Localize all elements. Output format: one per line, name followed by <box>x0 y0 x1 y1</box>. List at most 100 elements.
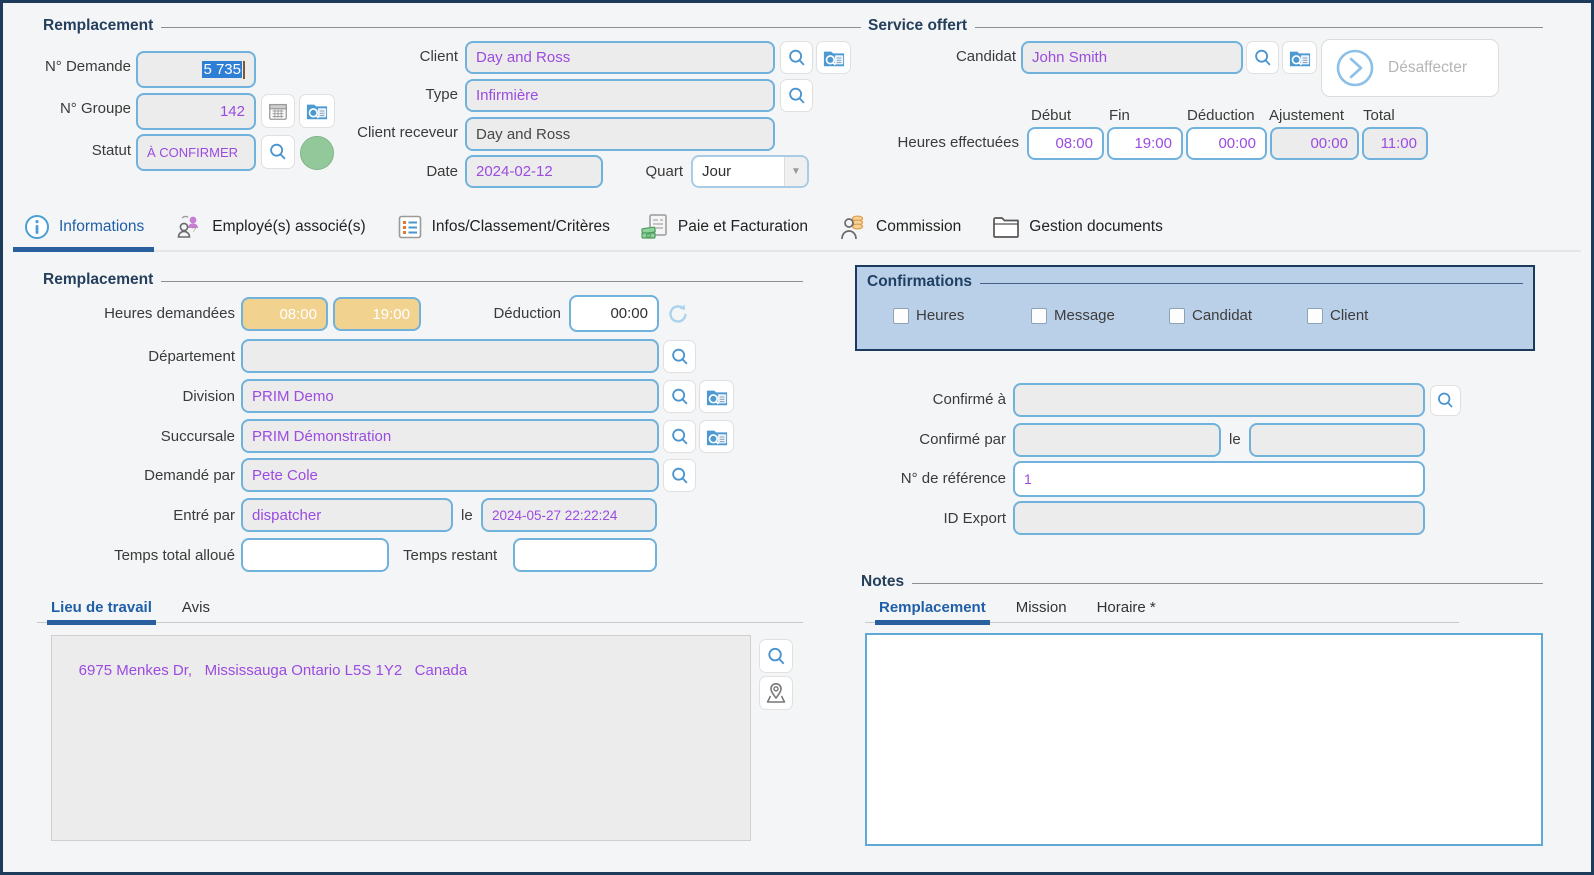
search-icon <box>1435 390 1456 411</box>
client-folder-search-button[interactable] <box>816 41 851 74</box>
quart-value: Jour <box>702 163 784 180</box>
workplace-address-box[interactable]: 6975 Menkes Dr, Mississauga Ontario L5S … <box>51 635 751 841</box>
confirme-par-label: Confirmé par <box>848 431 1006 448</box>
confirmations-panel: Confirmations Heures Message Candidat Cl… <box>855 265 1535 351</box>
entre-par-date-field[interactable]: 2024-05-27 22:22:24 <box>481 498 657 532</box>
client-search-button[interactable] <box>780 41 813 74</box>
no-reference-field[interactable]: 1 <box>1013 461 1425 497</box>
criteria-list-icon <box>396 213 424 241</box>
confirme-a-search-button[interactable] <box>1430 385 1461 416</box>
recalculate-button[interactable] <box>662 298 694 330</box>
commission-icon <box>838 212 868 242</box>
date-value: 2024-02-12 <box>476 163 553 180</box>
group-header-remplacement: Remplacement <box>43 17 861 35</box>
checkbox-message[interactable]: Message <box>1031 307 1115 324</box>
heures-total-field[interactable]: 11:00 <box>1362 127 1428 160</box>
succursale-folder-search-button[interactable] <box>699 420 734 453</box>
col-ajustement-label: Ajustement <box>1269 107 1344 124</box>
temps-total-alloue-field[interactable] <box>241 538 389 572</box>
subtab-notes-mission[interactable]: Mission <box>1016 599 1067 622</box>
subtab-notes-horaire[interactable]: Horaire * <box>1097 599 1156 622</box>
confirme-par-date-field[interactable] <box>1249 423 1425 457</box>
succursale-search-button[interactable] <box>663 420 696 453</box>
client-field[interactable]: Day and Ross <box>465 41 775 74</box>
tab-infos-classement-criteres[interactable]: Infos/Classement/Critères <box>396 204 610 250</box>
quart-dropdown[interactable]: Jour ▼ <box>691 155 809 188</box>
confirme-par-le-label: le <box>1229 431 1241 448</box>
checkbox[interactable] <box>1307 308 1323 324</box>
type-search-button[interactable] <box>780 79 813 112</box>
checkbox[interactable] <box>1031 308 1047 324</box>
succursale-value: PRIM Démonstration <box>252 428 391 445</box>
client-receveur-field[interactable]: Day and Ross <box>465 117 775 151</box>
temps-restant-field[interactable] <box>513 538 657 572</box>
departement-field[interactable] <box>241 339 659 373</box>
desaffecter-button[interactable]: Désaffecter <box>1321 39 1499 97</box>
statut-field[interactable]: À CONFIRMER <box>136 134 256 171</box>
entre-par-field[interactable]: dispatcher <box>241 498 453 532</box>
tab-informations[interactable]: Informations <box>23 204 144 250</box>
statut-search-button[interactable] <box>261 135 295 169</box>
folder-search-icon <box>705 386 729 408</box>
quart-label: Quart <box>619 163 683 180</box>
client-value: Day and Ross <box>476 49 570 66</box>
subtab-avis[interactable]: Avis <box>182 599 210 622</box>
confirme-a-field[interactable] <box>1013 383 1425 417</box>
notes-header: Notes <box>861 573 1543 591</box>
deduction-value: 00:00 <box>610 305 648 322</box>
heures-deduction-field[interactable]: 00:00 <box>1186 127 1267 160</box>
subtab-label: Mission <box>1016 599 1067 616</box>
tab-commission[interactable]: Commission <box>838 204 961 250</box>
candidat-search-button[interactable] <box>1246 41 1279 74</box>
client-label: Client <box>333 48 458 65</box>
checkbox-client[interactable]: Client <box>1307 307 1368 324</box>
checkbox[interactable] <box>893 308 909 324</box>
client-receveur-label: Client receveur <box>333 124 458 141</box>
date-field[interactable]: 2024-02-12 <box>465 155 603 188</box>
deduction-field[interactable]: 00:00 <box>569 295 659 332</box>
map-button[interactable] <box>759 676 793 710</box>
demande-par-field[interactable]: Pete Cole <box>241 458 659 492</box>
lieu-subtabs: Lieu de travail Avis <box>37 597 803 623</box>
heures-demandees-fin-value: 19:00 <box>372 306 410 323</box>
checkbox[interactable] <box>1169 308 1185 324</box>
folder-search-icon <box>822 47 846 69</box>
notes-textarea[interactable] <box>865 633 1543 846</box>
calendar-button[interactable] <box>261 94 295 128</box>
demande-par-search-button[interactable] <box>663 459 696 492</box>
statut-label: Statut <box>13 142 131 159</box>
division-folder-search-button[interactable] <box>699 380 734 413</box>
heures-debut-field[interactable]: 08:00 <box>1027 127 1104 160</box>
checkbox-candidat[interactable]: Candidat <box>1169 307 1252 324</box>
subtab-label: Remplacement <box>879 599 986 616</box>
dropdown-arrow-icon[interactable]: ▼ <box>784 157 807 186</box>
heures-demandees-debut-field[interactable]: 08:00 <box>241 297 328 331</box>
tab-gestion-documents[interactable]: Gestion documents <box>991 204 1163 250</box>
division-search-button[interactable] <box>663 380 696 413</box>
heures-total-value: 11:00 <box>1381 135 1417 152</box>
tab-employes-associes[interactable]: ? Employé(s) associé(s) <box>174 204 365 250</box>
subtab-notes-remplacement[interactable]: Remplacement <box>879 599 986 622</box>
heures-demandees-fin-field[interactable]: 19:00 <box>333 297 421 331</box>
candidat-label: Candidat <box>898 48 1016 65</box>
subtab-label: Avis <box>182 599 210 616</box>
confirme-par-field[interactable] <box>1013 423 1221 457</box>
succursale-field[interactable]: PRIM Démonstration <box>241 419 659 453</box>
address-search-button[interactable] <box>759 639 793 673</box>
tab-paie-et-facturation[interactable]: Paie et Facturation <box>640 204 808 250</box>
desaffecter-label: Désaffecter <box>1388 59 1467 77</box>
group-title: Service offert <box>868 17 967 35</box>
groupe-folder-search-button[interactable] <box>299 94 335 128</box>
no-groupe-field[interactable]: 142 <box>136 93 256 130</box>
heures-ajustement-field[interactable]: 00:00 <box>1270 127 1359 160</box>
no-demande-field[interactable]: 5 735 <box>136 51 256 88</box>
candidat-field[interactable]: John Smith <box>1021 41 1243 74</box>
departement-search-button[interactable] <box>663 340 696 373</box>
type-field[interactable]: Infirmière <box>465 79 775 112</box>
heures-fin-field[interactable]: 19:00 <box>1107 127 1183 160</box>
id-export-field[interactable] <box>1013 501 1425 535</box>
candidat-folder-search-button[interactable] <box>1282 41 1317 74</box>
checkbox-heures[interactable]: Heures <box>893 307 964 324</box>
subtab-lieu-de-travail[interactable]: Lieu de travail <box>51 599 152 622</box>
division-field[interactable]: PRIM Demo <box>241 379 659 413</box>
